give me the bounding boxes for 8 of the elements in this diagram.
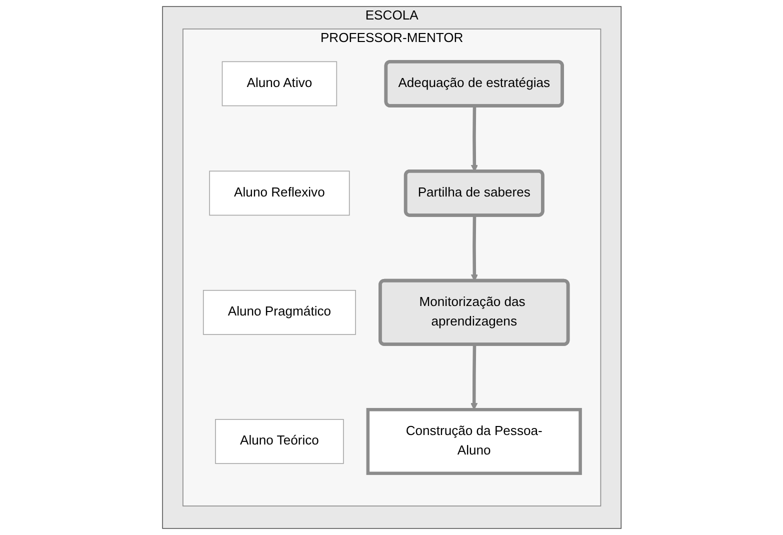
- node-box: Aluno Teórico: [214, 419, 344, 464]
- node-box: Aluno Reflexivo: [208, 170, 350, 216]
- node-box: Aluno Pragmático: [202, 290, 356, 335]
- arrow: [470, 344, 478, 410]
- node-box: Construção da Pessoa-Aluno: [366, 408, 582, 475]
- arrow: [470, 216, 478, 282]
- node-box: Aluno Ativo: [222, 61, 337, 106]
- arrow: [470, 106, 478, 172]
